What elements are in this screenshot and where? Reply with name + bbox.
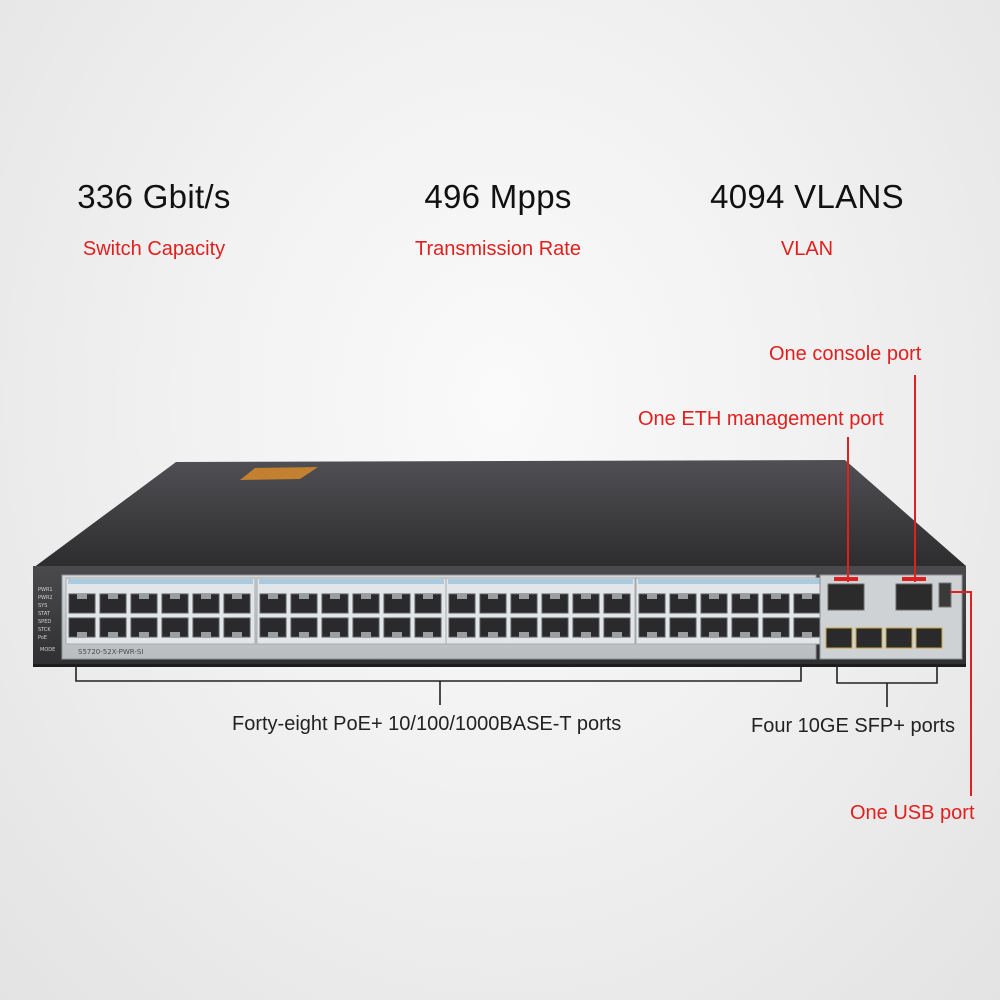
stat-transmission-rate: 496 Mpps Transmission Rate	[368, 178, 628, 261]
stat-value: 4094 VLANS	[710, 178, 904, 215]
callout-copper-ports: Forty-eight PoE+ 10/100/1000BASE-T ports	[232, 713, 622, 735]
sfp-port	[825, 627, 853, 649]
chassis-top	[33, 460, 966, 568]
copper-port-groups	[65, 577, 826, 645]
mode-button: MODE	[40, 647, 55, 653]
stat-label: Switch Capacity	[82, 238, 226, 260]
indicator-label: PWR2	[38, 595, 53, 601]
usb-port	[938, 582, 952, 608]
sfp-port	[855, 627, 883, 649]
callout-eth-management-port: One ETH management port	[638, 408, 884, 430]
stat-value: 496 Mpps	[424, 178, 572, 215]
sfp-port-group	[825, 627, 943, 649]
bracket-lines	[75, 664, 938, 707]
stat-label: Transmission Rate	[415, 238, 581, 260]
stat-value: 336 Gbit/s	[77, 178, 231, 215]
console-port	[895, 583, 933, 611]
stat-switch-capacity: 336 Gbit/s Switch Capacity	[24, 178, 284, 261]
sfp-port	[915, 627, 943, 649]
indicator-label: PWR1	[38, 587, 53, 593]
indicator-label: PoE	[38, 635, 47, 641]
stat-label: VLAN	[780, 238, 834, 260]
callout-usb-port: One USB port	[850, 802, 975, 824]
stat-vlan: 4094 VLANS VLAN	[677, 178, 937, 261]
indicator-label: STAT	[38, 611, 51, 617]
indicator-label: SPED	[38, 619, 51, 625]
indicator-panel: PWR1 PWR2 SYS STAT SPED STCK PoE MODE	[38, 587, 55, 653]
sfp-port	[885, 627, 913, 649]
callout-sfp-ports: Four 10GE SFP+ ports	[751, 715, 955, 737]
eth-management-port	[827, 583, 865, 611]
leader-lines	[847, 375, 972, 796]
indicator-label: STCK	[38, 627, 51, 633]
indicator-label: SYS	[38, 603, 47, 609]
callout-console-port: One console port	[769, 343, 922, 365]
model-label: S5720-52X-PWR-SI	[78, 648, 143, 656]
